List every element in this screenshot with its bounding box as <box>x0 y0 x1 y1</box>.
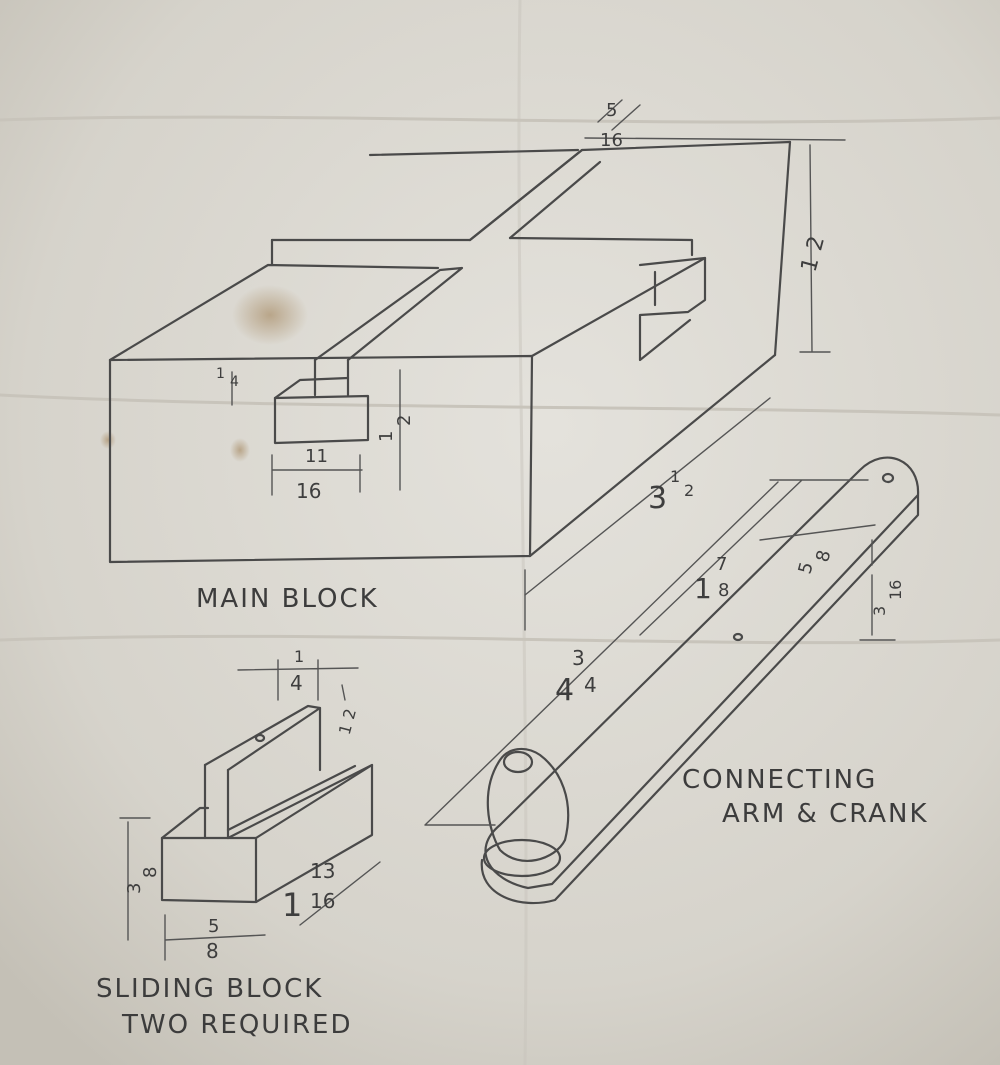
dim-length: 3 1 2 <box>648 467 694 516</box>
dim-groove-depth: 1 4 <box>216 366 239 390</box>
dim-height-den: 2 <box>802 233 830 253</box>
dim-arm-length-whole: 4 <box>555 673 574 708</box>
arm-label-line1: CONNECTING <box>682 765 877 795</box>
main-block-label: MAIN BLOCK <box>196 584 379 614</box>
dim-tab-height: 1 2 <box>335 706 360 736</box>
dim-groove-depth-den: 4 <box>230 374 239 390</box>
dim-groove-depth-num: 1 <box>216 366 225 382</box>
stain-marks <box>100 285 308 462</box>
dim-slide-length: 1 13 16 <box>282 859 335 924</box>
dim-pivot-distance-num: 7 <box>716 554 727 575</box>
dim-tab-width: 1 4 <box>290 647 304 695</box>
dim-arm-width: 5 8 <box>795 548 836 576</box>
main-block-drawing <box>108 99 846 631</box>
dim-arm-length: 4 3 4 <box>555 646 597 708</box>
dim-length-num: 1 <box>670 467 680 486</box>
dim-arm-length-den: 4 <box>584 673 597 697</box>
sliding-block-label-line2: TWO REQUIRED <box>121 1010 353 1040</box>
slide-hole <box>254 733 266 743</box>
dim-length-den: 2 <box>684 481 694 500</box>
dim-slot-width-den: 16 <box>600 130 623 151</box>
dim-arm-thickness: 3 16 <box>870 580 905 616</box>
dim-groove-width-den: 16 <box>296 479 321 503</box>
dim-slide-length-den: 16 <box>310 889 335 913</box>
dim-tab-width-den: 4 <box>290 671 303 695</box>
dim-slot-width: 5 16 <box>600 100 623 151</box>
dim-slot-width-num: 5 <box>606 100 617 121</box>
dim-groove-width-num: 11 <box>305 446 328 467</box>
dim-arm-thickness-num: 3 <box>870 606 889 616</box>
dim-arm-width-den: 8 <box>812 548 835 564</box>
dim-groove-height: 1 2 <box>376 415 415 442</box>
crank-knob <box>486 747 570 862</box>
sliding-block-drawing <box>119 659 381 961</box>
dim-pivot-distance: 1 7 8 <box>694 554 729 605</box>
dim-groove-height-den: 2 <box>394 415 415 426</box>
dim-pivot-distance-whole: 1 <box>694 572 712 605</box>
dim-arm-thickness-den: 16 <box>886 580 905 600</box>
dim-slide-width-den: 8 <box>206 939 219 963</box>
dim-tab-height-num: 1 <box>335 722 356 737</box>
dim-arm-width-num: 5 <box>795 560 818 576</box>
dim-slide-width: 5 8 <box>206 916 219 963</box>
dim-slide-height-num: 3 <box>124 883 145 894</box>
crank-pivot-hole <box>881 472 895 484</box>
dim-arm-length-num: 3 <box>572 646 585 670</box>
dim-groove-width: 11 16 <box>296 446 328 503</box>
connecting-arm-drawing <box>424 456 920 905</box>
dim-tab-height-den: 2 <box>339 706 360 721</box>
dim-slide-height-den: 8 <box>140 867 161 878</box>
crank-inner-hole <box>732 632 744 642</box>
dim-tab-width-num: 1 <box>294 647 304 666</box>
dim-slide-length-num: 13 <box>310 859 335 883</box>
dim-length-whole: 3 <box>648 481 667 516</box>
dim-slide-height: 3 8 <box>124 867 161 894</box>
dim-slide-width-num: 5 <box>208 916 219 937</box>
dim-groove-height-num: 1 <box>376 431 397 442</box>
dim-height-num: 1 <box>797 255 825 275</box>
dim-pivot-distance-den: 8 <box>718 580 729 601</box>
dim-slide-length-whole: 1 <box>282 886 302 924</box>
sliding-block-label-line1: SLIDING BLOCK <box>96 974 323 1004</box>
arm-label-line2: ARM & CRANK <box>722 799 929 829</box>
dim-height: 1 2 <box>797 233 830 274</box>
